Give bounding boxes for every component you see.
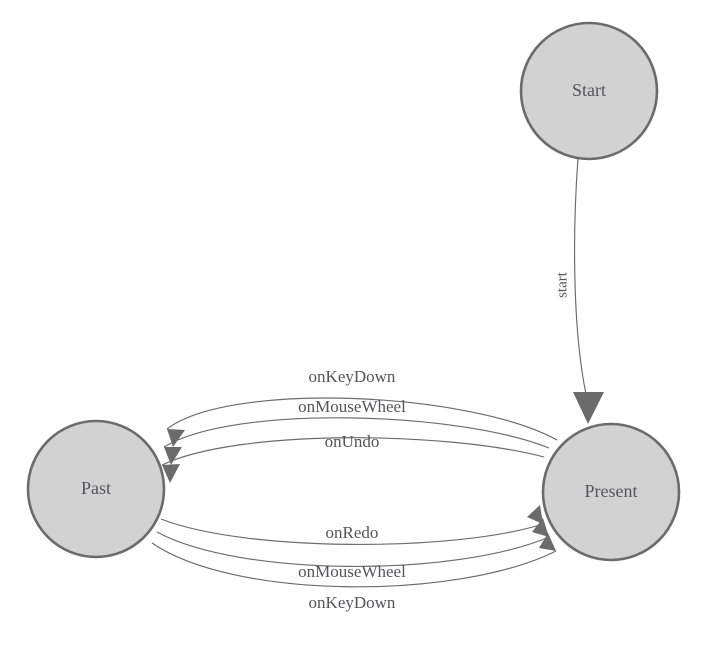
edge-past-to-present-onmousewheel[interactable] [156,518,550,567]
node-start-shape [519,21,659,161]
node-present[interactable]: Present [541,422,681,562]
edge-start-to-present[interactable] [573,157,604,424]
edge-path [160,518,544,545]
node-past[interactable]: Past [26,419,166,559]
edge-path [166,397,558,441]
arrowhead-icon [532,518,549,537]
edge-label-present-past-onmousewheel: onMouseWheel [298,397,406,416]
edge-path [156,531,550,567]
arrowhead-icon [527,505,543,524]
edge-past-to-present-onkeydown[interactable] [151,533,557,588]
edge-label-start: start [554,271,570,298]
edge-label-past-present-onmousewheel: onMouseWheel [298,562,406,581]
arrowhead-icon [539,533,556,551]
edge-label-present-past-onundo: onUndo [325,432,380,451]
edge-present-to-past-onundo[interactable] [161,437,545,483]
edge-label-present-past-onkeydown: onKeyDown [309,367,396,386]
node-past-label: Past [81,478,111,498]
edge-present-to-past-onmousewheel[interactable] [163,417,550,465]
node-past-shape [26,419,166,559]
edge-path [163,417,550,449]
arrowhead-icon [162,464,180,483]
edge-path [151,542,557,588]
edge-label-past-present-onredo: onRedo [326,523,379,542]
node-start-label: Start [572,80,606,100]
edge-past-to-present-onredo[interactable] [160,505,544,545]
node-present-label: Present [585,481,638,501]
edge-path [161,437,545,466]
node-start[interactable]: Start [519,21,659,161]
arrowhead-icon [164,447,182,465]
edge-path [573,157,589,404]
node-present-shape [541,422,681,562]
arrowhead-icon [573,392,604,424]
edge-label-past-present-onkeydown: onKeyDown [309,593,396,612]
